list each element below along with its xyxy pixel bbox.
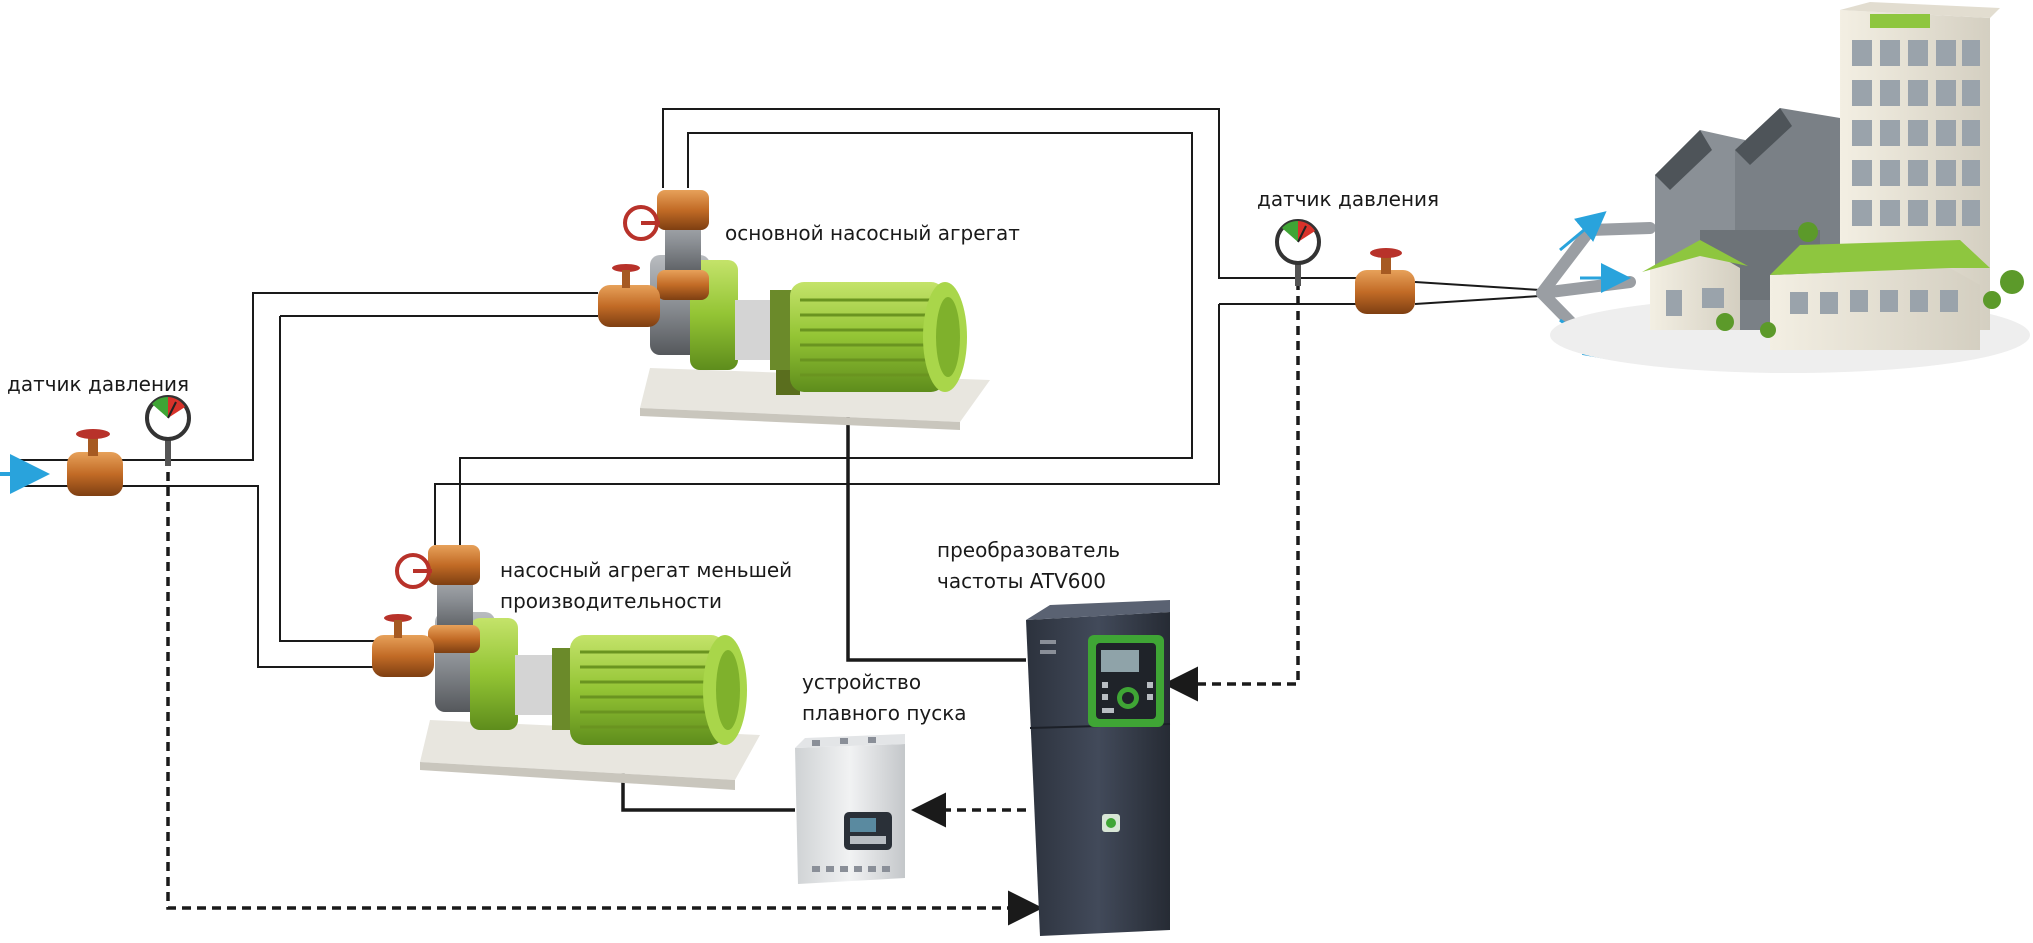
inlet-valve [67, 429, 123, 496]
inlet-pressure-gauge [145, 395, 191, 466]
outlet-pressure-gauge [1275, 219, 1321, 286]
soft-starter-label: устройство плавного пуска [802, 667, 967, 729]
inlet-pressure-sensor-label: датчик давления [7, 372, 190, 396]
soft-starter-label-line2: плавного пуска [802, 701, 967, 725]
vfd-label: преобразователь частоты ATV600 [937, 535, 1120, 597]
outlet-pressure-sensor-label: датчик давления [1257, 187, 1440, 211]
small-pump-label: насосный агрегат меньшей производительно… [500, 555, 792, 617]
soft-starter-label-line1: устройство [802, 670, 922, 694]
small-pump-label-line1: насосный агрегат меньшей [500, 558, 793, 582]
soft-starter [795, 734, 905, 884]
consumer-buildings [1550, 2, 2030, 373]
main-pump-label: основной насосный агрегат [725, 221, 1020, 245]
main-pump-unit [598, 190, 990, 430]
vfd-label-line1: преобразователь [937, 538, 1121, 562]
vfd-atv600 [1026, 600, 1171, 936]
vfd-label-line2: частоты ATV600 [937, 569, 1106, 593]
pipe-network [20, 108, 1541, 668]
small-pump-label-line2: производительности [500, 589, 722, 613]
signal-wiring [166, 266, 1300, 926]
small-pump-unit [372, 545, 760, 790]
outlet-valve [1355, 248, 1415, 314]
